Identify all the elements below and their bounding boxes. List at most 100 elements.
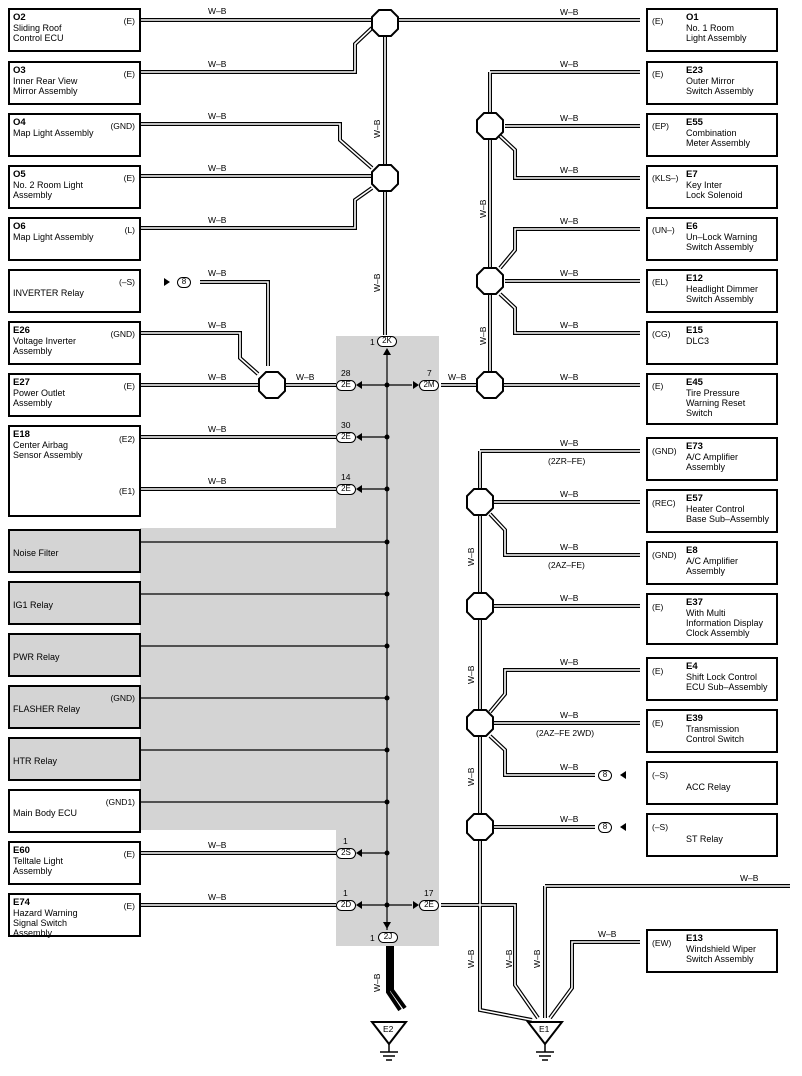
component-code: E26 [13, 325, 30, 336]
pin-label: (E) [123, 16, 135, 26]
component-name: Hazard Warning Signal Switch Assembly [13, 908, 78, 938]
component-code: E6 [686, 221, 698, 232]
wire-label: W–B [560, 762, 579, 772]
wire-label: W–B [478, 199, 488, 218]
wire-label: W–B [466, 949, 476, 968]
wire-label: W–B [208, 840, 227, 850]
component-code: E55 [686, 117, 703, 128]
pin-label: (E) [123, 381, 135, 391]
component-code: E12 [686, 273, 703, 284]
component-name: Telltale Light Assembly [13, 856, 64, 876]
component-code: E57 [686, 493, 703, 504]
component-code: E8 [686, 545, 698, 556]
component-name: Tire Pressure Warning Reset Switch [686, 388, 746, 418]
wire-label: W–B [372, 973, 382, 992]
component-name: Noise Filter [13, 548, 59, 558]
component-code: O1 [686, 12, 699, 23]
pin-label: (GND) [110, 329, 135, 339]
component-code: E60 [13, 845, 30, 856]
component-code: E18 [13, 429, 30, 440]
component-ig1-relay: IG1 Relay [8, 581, 141, 625]
connector-8: 8 [177, 277, 191, 288]
pin-label: (EP) [652, 121, 669, 131]
wire-label: W–B [296, 372, 315, 382]
component-name: Un–Lock Warning Switch Assembly [686, 232, 758, 252]
pin-label: (E) [123, 849, 135, 859]
component-name: Center Airbag Sensor Assembly [13, 440, 83, 460]
component-name: Voltage Inverter Assembly [13, 336, 77, 356]
wire-label: W–B [208, 424, 227, 434]
wire-label: W–B [448, 372, 467, 382]
wire-label: W–B [478, 326, 488, 345]
connector-2e: 2E [336, 432, 356, 443]
pin-number: 14 [341, 472, 351, 482]
component-code: E7 [686, 169, 698, 180]
component-name: Main Body ECU [13, 808, 78, 818]
connector-2k: 2K [377, 336, 397, 347]
wire-label: W–B [560, 542, 579, 552]
wire-label: W–B [372, 119, 382, 138]
wire-label: W–B [560, 165, 579, 175]
component-name: Inner Rear View Mirror Assembly [13, 76, 78, 96]
component-acc-relay: (–S)ACC Relay [646, 761, 778, 805]
component-name: IG1 Relay [13, 600, 54, 610]
wire-label: W–B [208, 6, 227, 16]
connector-2e: 2E [336, 484, 356, 495]
pin-number: 1 [370, 933, 375, 943]
pin-label: (CG) [652, 329, 671, 339]
wire-label: W–B [560, 320, 579, 330]
pin-number: 1 [343, 836, 348, 846]
pin-label: (KLS–) [652, 173, 679, 183]
component-name: Combination Meter Assembly [686, 128, 751, 148]
pin-label: (E) [123, 173, 135, 183]
pin-label: (EL) [652, 277, 669, 287]
wire-label: W–B [208, 111, 227, 121]
connector-2e: 2E [336, 380, 356, 391]
wire-label: W–B [466, 547, 476, 566]
pin-label: (E2) [118, 434, 135, 444]
component-name: Shift Lock Control ECU Sub–Assembly [686, 672, 768, 692]
pin-label: (E) [123, 69, 135, 79]
component-code: E74 [13, 897, 30, 908]
wire-label: W–B [560, 216, 579, 226]
component-noise-filter: Noise Filter [8, 529, 141, 573]
component-code: E23 [686, 65, 703, 76]
component-name: DLC3 [686, 336, 710, 346]
component-code: E45 [686, 377, 703, 388]
pin-number: 28 [341, 368, 351, 378]
component-name: Map Light Assembly [13, 128, 94, 138]
pin-number: 30 [341, 420, 351, 430]
component-code: E37 [686, 597, 703, 608]
wire-label: W–B [560, 438, 579, 448]
component-name: With Multi Information Display Clock Ass… [686, 608, 764, 638]
wire-label: W–B [560, 814, 579, 824]
wire-label: W–B [372, 273, 382, 292]
component-flasher-relay: FLASHER Relay(GND) [8, 685, 141, 729]
wire-label: W–B [504, 949, 514, 968]
pin-label: (E) [652, 666, 664, 676]
wire-label: W–B [208, 892, 227, 902]
component-name: FLASHER Relay [13, 704, 81, 714]
wire-label: W–B [560, 59, 579, 69]
connector-2e: 2E [419, 900, 439, 911]
pin-label: (GND1) [105, 797, 135, 807]
wire-label: W–B [560, 268, 579, 278]
wire-label: W–B [560, 593, 579, 603]
component-name: No. 2 Room Light Assembly [13, 180, 84, 200]
condition-label: (2AZ–FE) [548, 560, 585, 570]
pin-number: 1 [370, 337, 375, 347]
connector-8: 8 [598, 822, 612, 833]
connector-2m: 2M [419, 380, 439, 391]
pin-label: (–S) [652, 822, 669, 832]
component-name: INVERTER Relay [13, 288, 84, 298]
